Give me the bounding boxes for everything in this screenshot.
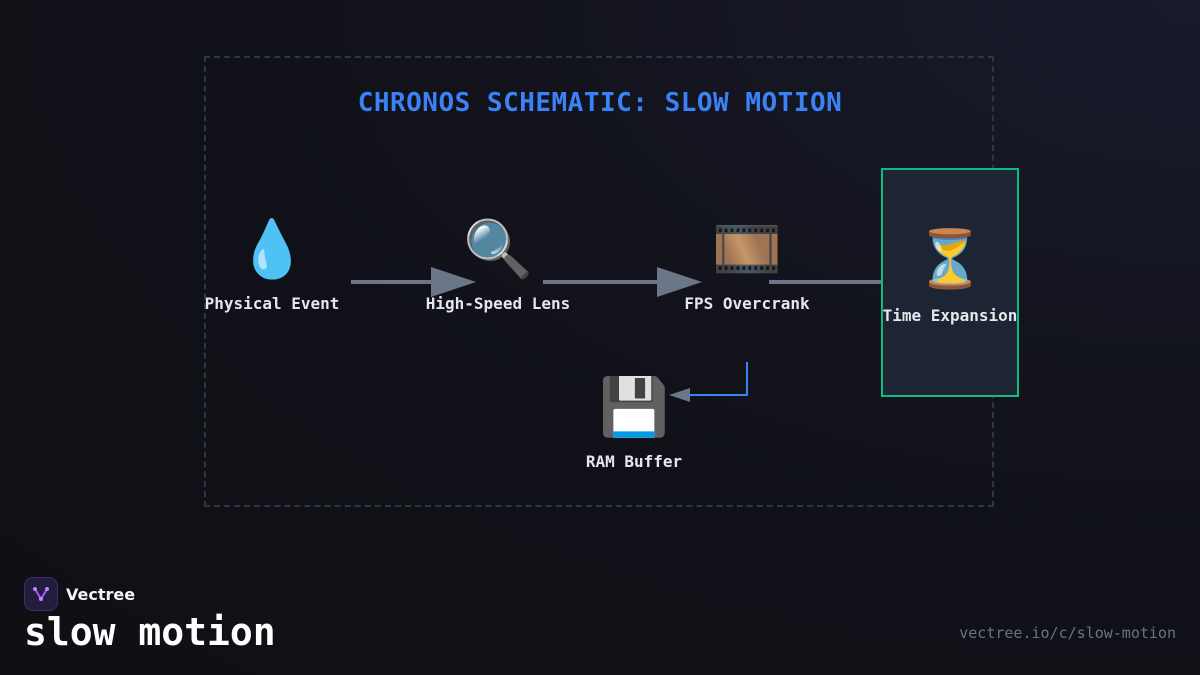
brand-name: Vectree xyxy=(66,584,136,604)
hourglass-icon: ⏳ xyxy=(915,227,985,292)
magnifier-icon: 🔍 xyxy=(463,217,533,282)
brand[interactable]: Vectree xyxy=(24,577,135,611)
droplet-icon: 💧 xyxy=(237,217,307,282)
node-label: FPS Overcrank xyxy=(684,294,810,313)
node-high-speed-lens: 🔍 High-Speed Lens xyxy=(398,217,598,314)
node-time-expansion: ⏳ Time Expansion xyxy=(850,227,1050,326)
node-label: RAM Buffer xyxy=(585,452,683,471)
node-fps-overcrank: 🎞️ FPS Overcrank xyxy=(647,217,847,314)
film-frames-icon: 🎞️ xyxy=(712,217,782,282)
node-physical-event: 💧 Physical Event xyxy=(172,217,372,314)
node-label: High-Speed Lens xyxy=(425,294,571,313)
floppy-disk-icon: 💾 xyxy=(599,375,669,440)
diagram-title: CHRONOS SCHEMATIC: SLOW MOTION xyxy=(357,88,843,118)
edge-physical-to-lens xyxy=(351,267,476,297)
edge-fps-to-ram xyxy=(669,362,748,402)
node-label: Time Expansion xyxy=(882,306,1018,325)
edge-lens-to-fps xyxy=(543,267,702,297)
node-label: Physical Event xyxy=(204,294,340,313)
vectree-logo xyxy=(24,577,58,611)
page-title: slow motion xyxy=(24,610,276,654)
source-url[interactable]: vectree.io/c/slow-motion xyxy=(959,624,1176,642)
time-expansion-highlight-box xyxy=(881,168,1019,397)
node-ram-buffer: 💾 RAM Buffer xyxy=(534,375,734,472)
